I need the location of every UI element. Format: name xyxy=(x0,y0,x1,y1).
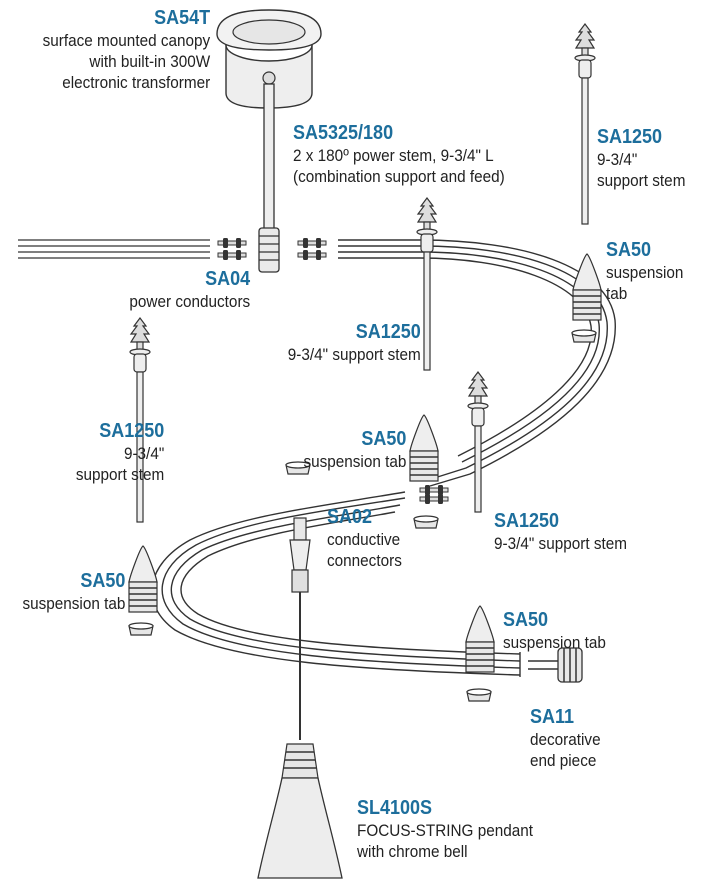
label-sa1250-lower-right: SA1250 9-3/4" support stem xyxy=(494,510,627,554)
label-sa5325: SA5325/180 2 x 180º power stem, 9-3/4" L… xyxy=(293,122,505,187)
top-rails xyxy=(18,240,210,258)
suspension-tab-center xyxy=(410,415,438,481)
label-sa11: SA11 decorative end piece xyxy=(530,706,601,771)
label-sa1250-top-right: SA1250 9-3/4" support stem xyxy=(597,126,685,191)
label-sa50-right: SA50 suspension tab xyxy=(606,239,683,304)
support-stem-top-right xyxy=(575,24,595,224)
pendant xyxy=(258,518,342,878)
end-cap xyxy=(467,689,491,701)
label-sa50-left: SA50 suspension tab xyxy=(22,570,125,614)
end-cap xyxy=(572,330,596,342)
label-sa04: SA04 power conductors xyxy=(129,268,250,312)
suspension-tab-left xyxy=(129,546,157,612)
end-cap xyxy=(414,516,438,528)
end-cap xyxy=(129,623,153,635)
label-sa02: SA02 conductive connectors xyxy=(327,506,402,571)
suspension-tab-lower xyxy=(466,606,494,672)
power-stem xyxy=(259,84,279,272)
label-sa50-center: SA50 suspension tab xyxy=(303,428,406,472)
decorative-end-piece xyxy=(528,648,582,682)
suspension-tab-right xyxy=(573,254,601,320)
label-sa54t: SA54T surface mounted canopy with built-… xyxy=(42,7,210,93)
conductive-connectors xyxy=(420,485,448,504)
label-sa1250-center: SA1250 9-3/4" support stem xyxy=(288,321,421,365)
label-sl4100s: SL4100S FOCUS-STRING pendant with chrome… xyxy=(357,797,533,862)
label-sa1250-left: SA1250 9-3/4" support stem xyxy=(76,420,164,485)
label-sa50-lower: SA50 suspension tab xyxy=(503,609,606,653)
